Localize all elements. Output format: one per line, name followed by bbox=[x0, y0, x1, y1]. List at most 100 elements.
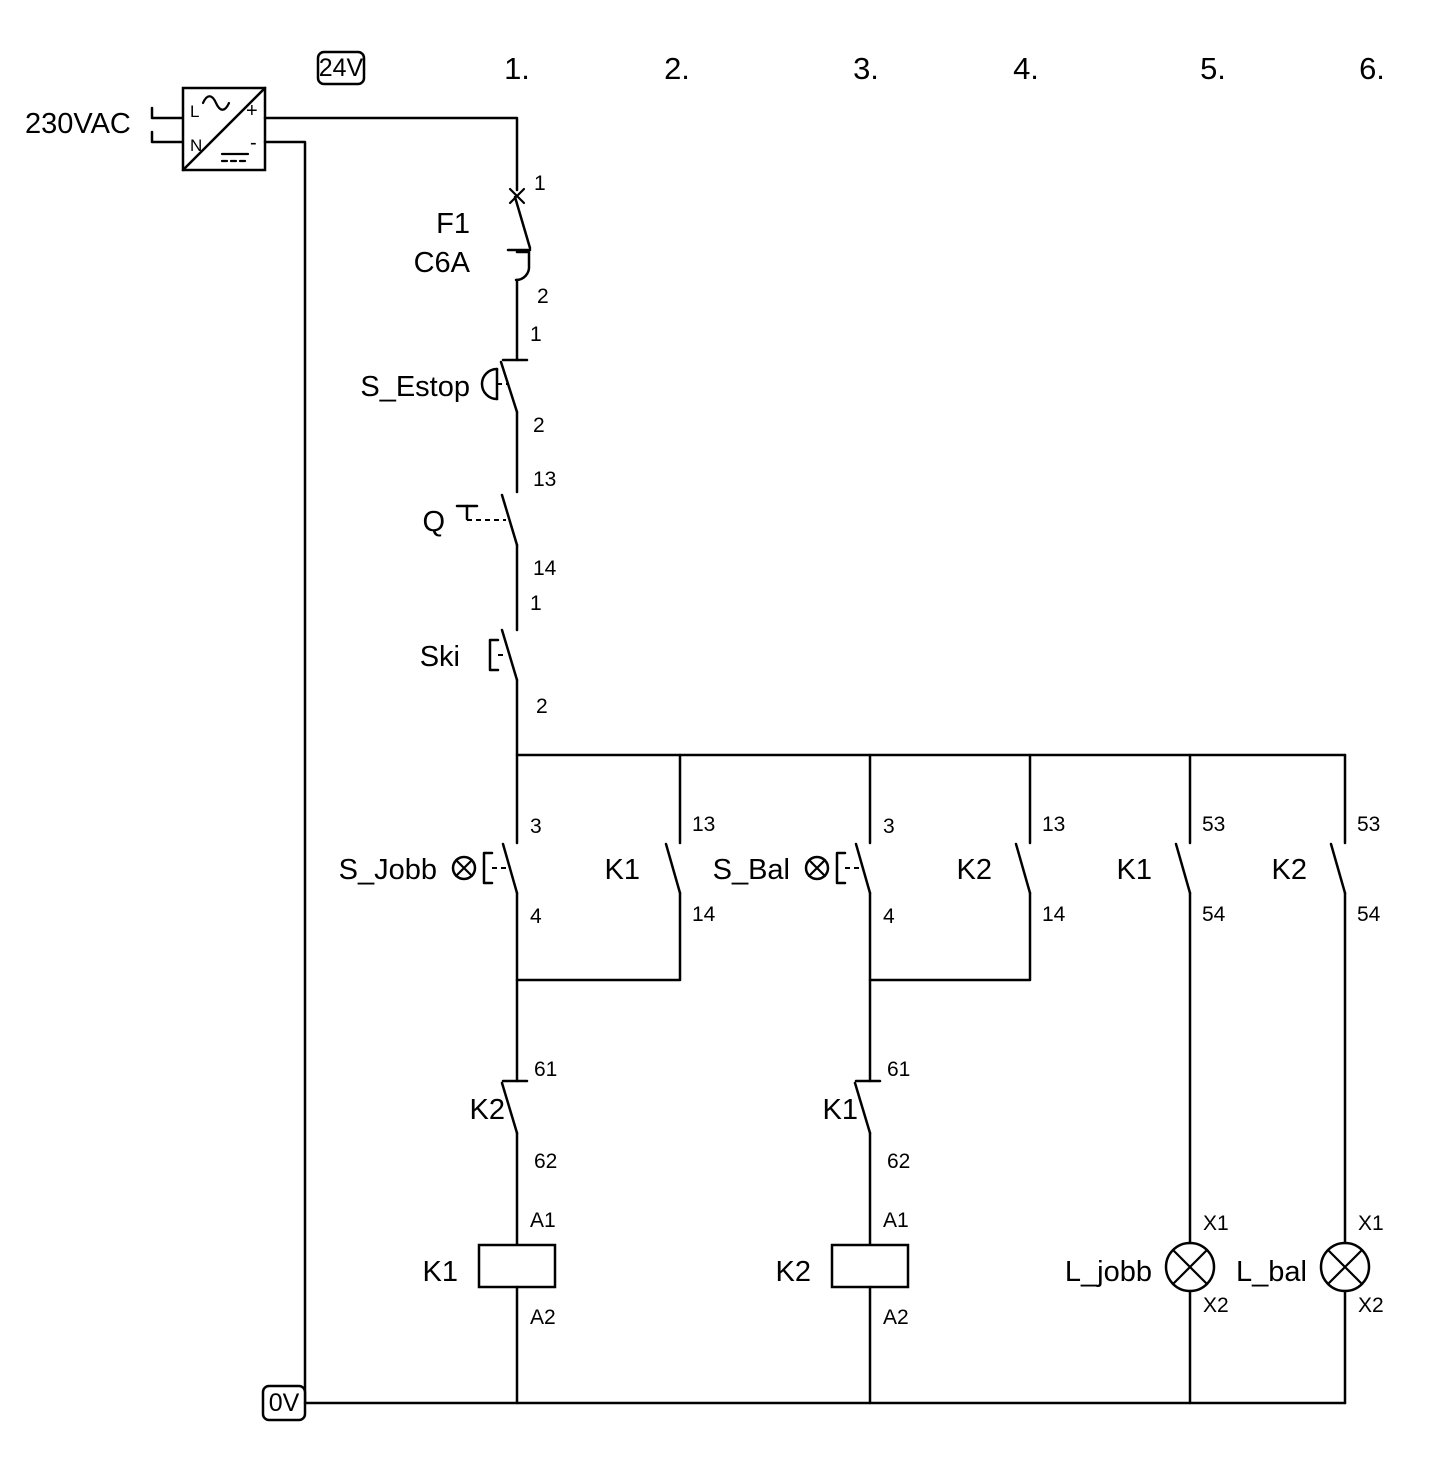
psu-terminal-minus: - bbox=[250, 132, 257, 154]
s-jobb-blade bbox=[501, 842, 519, 895]
mushroom-arc bbox=[480, 367, 499, 401]
column-header-6: 6. bbox=[1359, 51, 1385, 86]
k1-lamp-terminal-top: 53 bbox=[1202, 813, 1225, 836]
k1-coil-terminal-bottom: A2 bbox=[530, 1306, 556, 1329]
l-bal-name: L_bal bbox=[1236, 1256, 1307, 1288]
l-jobb-name: L_jobb bbox=[1065, 1256, 1152, 1288]
rail-0v-tag: 0V bbox=[261, 1384, 307, 1422]
k2-coil-symbol bbox=[830, 1243, 910, 1289]
estop-name: S_Estop bbox=[360, 371, 470, 403]
estop-switch: S_Estop 1 2 bbox=[360, 323, 544, 437]
k2-coil-name: K2 bbox=[776, 1256, 811, 1288]
breaker-blade bbox=[513, 195, 532, 250]
s-bal-terminal-bottom: 4 bbox=[883, 905, 895, 928]
estop-terminal-top: 1 bbox=[530, 323, 542, 346]
wire-24v-feed bbox=[263, 116, 519, 192]
rail-24v-tag: 24V bbox=[316, 50, 366, 86]
ski-actuator-icon bbox=[488, 638, 500, 672]
k1-aux-terminal-top: 13 bbox=[692, 813, 715, 836]
s-jobb-terminal-bottom: 4 bbox=[530, 905, 542, 928]
breaker-terminal-top: 1 bbox=[534, 172, 546, 195]
column-header-1: 1. bbox=[504, 51, 530, 86]
k1-nc-terminal-bottom: 62 bbox=[887, 1150, 910, 1173]
s-bal-actuator-icon bbox=[835, 851, 847, 885]
psu-terminal-plus: + bbox=[246, 100, 258, 122]
power-section: 230VAC L N + - bbox=[25, 86, 519, 1405]
k1-coil-symbol bbox=[477, 1243, 557, 1289]
psu-terminal-l: L bbox=[190, 102, 199, 121]
source-voltage-label: 230VAC bbox=[25, 108, 131, 140]
k1-lamp-terminal-bottom: 54 bbox=[1202, 903, 1226, 926]
s-jobb-terminal-top: 3 bbox=[530, 815, 542, 838]
contact-s-bal: S_Bal 3 4 bbox=[713, 815, 895, 928]
l-bal-lamp-cross-icon bbox=[1326, 1248, 1364, 1286]
ski-name: Ski bbox=[420, 641, 460, 673]
ski-terminal-bottom: 2 bbox=[536, 695, 548, 718]
column-header-3: 3. bbox=[853, 51, 879, 86]
k2-aux-blade bbox=[1014, 842, 1032, 895]
wire-col4-parallel-join bbox=[868, 891, 1032, 982]
coil-k1: K1 A1 A2 bbox=[423, 1209, 557, 1329]
k2-lamp-terminal-bottom: 54 bbox=[1357, 903, 1381, 926]
k1-aux-name: K1 bbox=[605, 854, 640, 886]
rail-0v-label: 0V bbox=[269, 1389, 300, 1417]
estop-terminal-bottom: 2 bbox=[533, 414, 545, 437]
l-jobb-terminal-top: X1 bbox=[1203, 1212, 1229, 1235]
coil-k2: K2 A1 A2 bbox=[776, 1209, 910, 1329]
wire-branch-drops bbox=[678, 753, 1347, 845]
ski-switch: Ski 1 2 bbox=[420, 592, 548, 718]
wire-0v-drop bbox=[263, 140, 307, 1405]
l-jobb-terminal-bottom: X2 bbox=[1203, 1294, 1229, 1317]
k2-nc-blade bbox=[500, 1081, 519, 1135]
k2-nc-name: K2 bbox=[470, 1094, 505, 1126]
wire-col2-parallel-join bbox=[515, 891, 682, 982]
column-header-2: 2. bbox=[664, 51, 690, 86]
k2-nc-terminal-bottom: 62 bbox=[534, 1150, 557, 1173]
nc-contact-k1: K1 61 62 bbox=[823, 1058, 911, 1173]
wire-supply-n bbox=[150, 130, 185, 144]
k1-aux-blade bbox=[664, 842, 682, 895]
contact-k2-lamp: K2 53 54 bbox=[1272, 813, 1381, 926]
lamp-l-jobb: L_jobb X1 X2 bbox=[1065, 1212, 1229, 1317]
manual-actuator-icon bbox=[455, 504, 479, 521]
psu-terminal-n: N bbox=[190, 136, 202, 155]
nc-contact-k2: K2 61 62 bbox=[470, 1058, 558, 1173]
l-bal-terminal-bottom: X2 bbox=[1358, 1294, 1384, 1317]
column-headers: 1. 2. 3. 4. 5. 6. bbox=[504, 51, 1385, 86]
k1-coil-name: K1 bbox=[423, 1256, 458, 1288]
estop-blade bbox=[499, 360, 519, 414]
contact-s-jobb: S_Jobb 3 4 bbox=[339, 815, 542, 928]
q-terminal-bottom: 14 bbox=[533, 557, 557, 580]
contact-k1-aux: K1 13 14 bbox=[605, 813, 716, 926]
power-supply-symbol: L N + - bbox=[181, 86, 267, 172]
k2-coil-terminal-top: A1 bbox=[883, 1209, 909, 1232]
k1-lamp-name: K1 bbox=[1117, 854, 1152, 886]
k2-nc-terminal-top: 61 bbox=[534, 1058, 557, 1081]
sine-wave-icon bbox=[201, 95, 231, 111]
rail-24v-box bbox=[316, 50, 366, 86]
k2-lamp-blade bbox=[1329, 842, 1347, 895]
column-header-4: 4. bbox=[1013, 51, 1039, 86]
ski-terminal-top: 1 bbox=[530, 592, 542, 615]
s-jobb-indicator-cross-icon bbox=[454, 858, 474, 878]
s-jobb-indicator-icon bbox=[451, 855, 477, 881]
k1-coil-terminal-top: A1 bbox=[530, 1209, 556, 1232]
k2-lamp-terminal-top: 53 bbox=[1357, 813, 1380, 836]
k2-lamp-name: K2 bbox=[1272, 854, 1307, 886]
k1-nc-terminal-top: 61 bbox=[887, 1058, 910, 1081]
s-bal-indicator-icon bbox=[804, 855, 830, 881]
q-blade bbox=[500, 493, 519, 547]
breaker-rating: C6A bbox=[414, 247, 471, 279]
k2-coil-terminal-bottom: A2 bbox=[883, 1306, 909, 1329]
s-bal-name: S_Bal bbox=[713, 854, 790, 886]
breaker-f1: F1 C6A 1 2 bbox=[414, 172, 549, 308]
column-header-5: 5. bbox=[1200, 51, 1226, 86]
k2-aux-terminal-bottom: 14 bbox=[1042, 903, 1066, 926]
k2-aux-name: K2 bbox=[957, 854, 992, 886]
ski-blade bbox=[500, 628, 519, 682]
breaker-terminal-bottom: 2 bbox=[537, 285, 549, 308]
s-bal-indicator-cross-icon bbox=[807, 858, 827, 878]
s-bal-terminal-top: 3 bbox=[883, 815, 895, 838]
breaker-name: F1 bbox=[436, 208, 470, 240]
